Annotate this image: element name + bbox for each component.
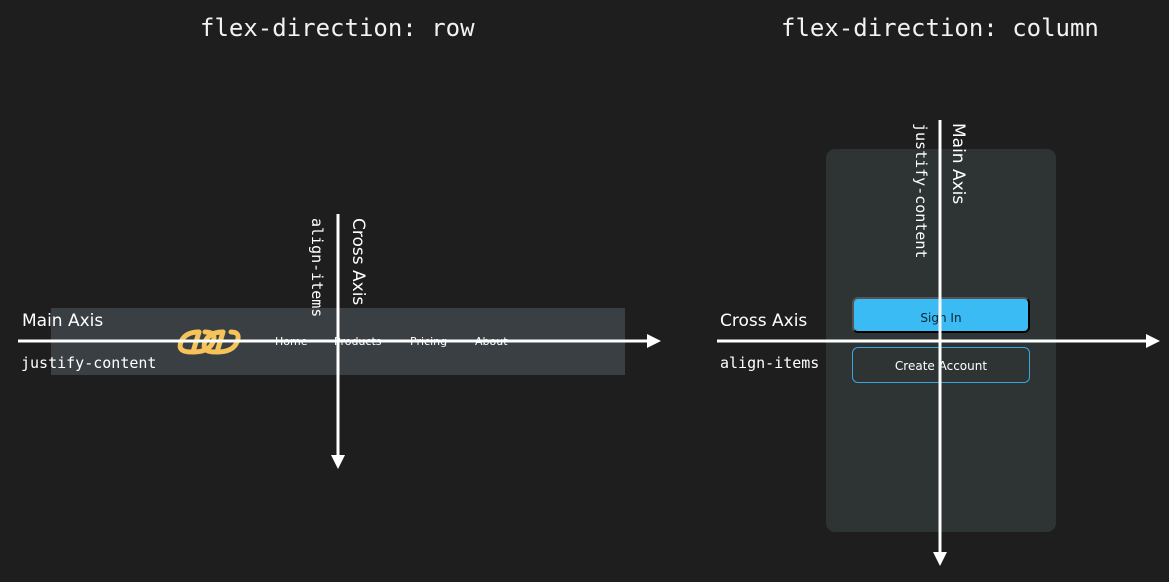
column-main-axis-arrowhead [933, 552, 947, 566]
chain-link-logo-icon [177, 329, 241, 355]
column-align-items-label: align-items [720, 354, 820, 372]
column-cross-axis-arrowhead [1146, 334, 1160, 348]
nav-link-pricing[interactable]: Pricing [410, 335, 448, 348]
nav-link-about[interactable]: About [475, 335, 508, 348]
row-justify-content-label: justify-content [21, 354, 157, 372]
row-align-items-label: align-items [308, 218, 326, 318]
sign-in-button[interactable]: Sign In [852, 297, 1030, 333]
row-heading: flex-direction: row [200, 14, 475, 42]
create-account-button[interactable]: Create Account [852, 347, 1030, 383]
row-main-axis-label: Main Axis [22, 311, 104, 331]
column-heading: flex-direction: column [781, 14, 1099, 42]
row-cross-axis-arrowhead [331, 455, 345, 469]
row-main-axis-arrowhead [647, 334, 661, 348]
row-cross-axis-label: Cross Axis [348, 218, 368, 306]
column-cross-axis-label: Cross Axis [720, 311, 808, 331]
column-main-axis-label: Main Axis [948, 123, 968, 205]
nav-link-products[interactable]: Products [334, 335, 382, 348]
column-card-panel [826, 149, 1056, 532]
column-justify-content-label: justify-content [912, 123, 930, 259]
nav-link-home[interactable]: Home [275, 335, 308, 348]
